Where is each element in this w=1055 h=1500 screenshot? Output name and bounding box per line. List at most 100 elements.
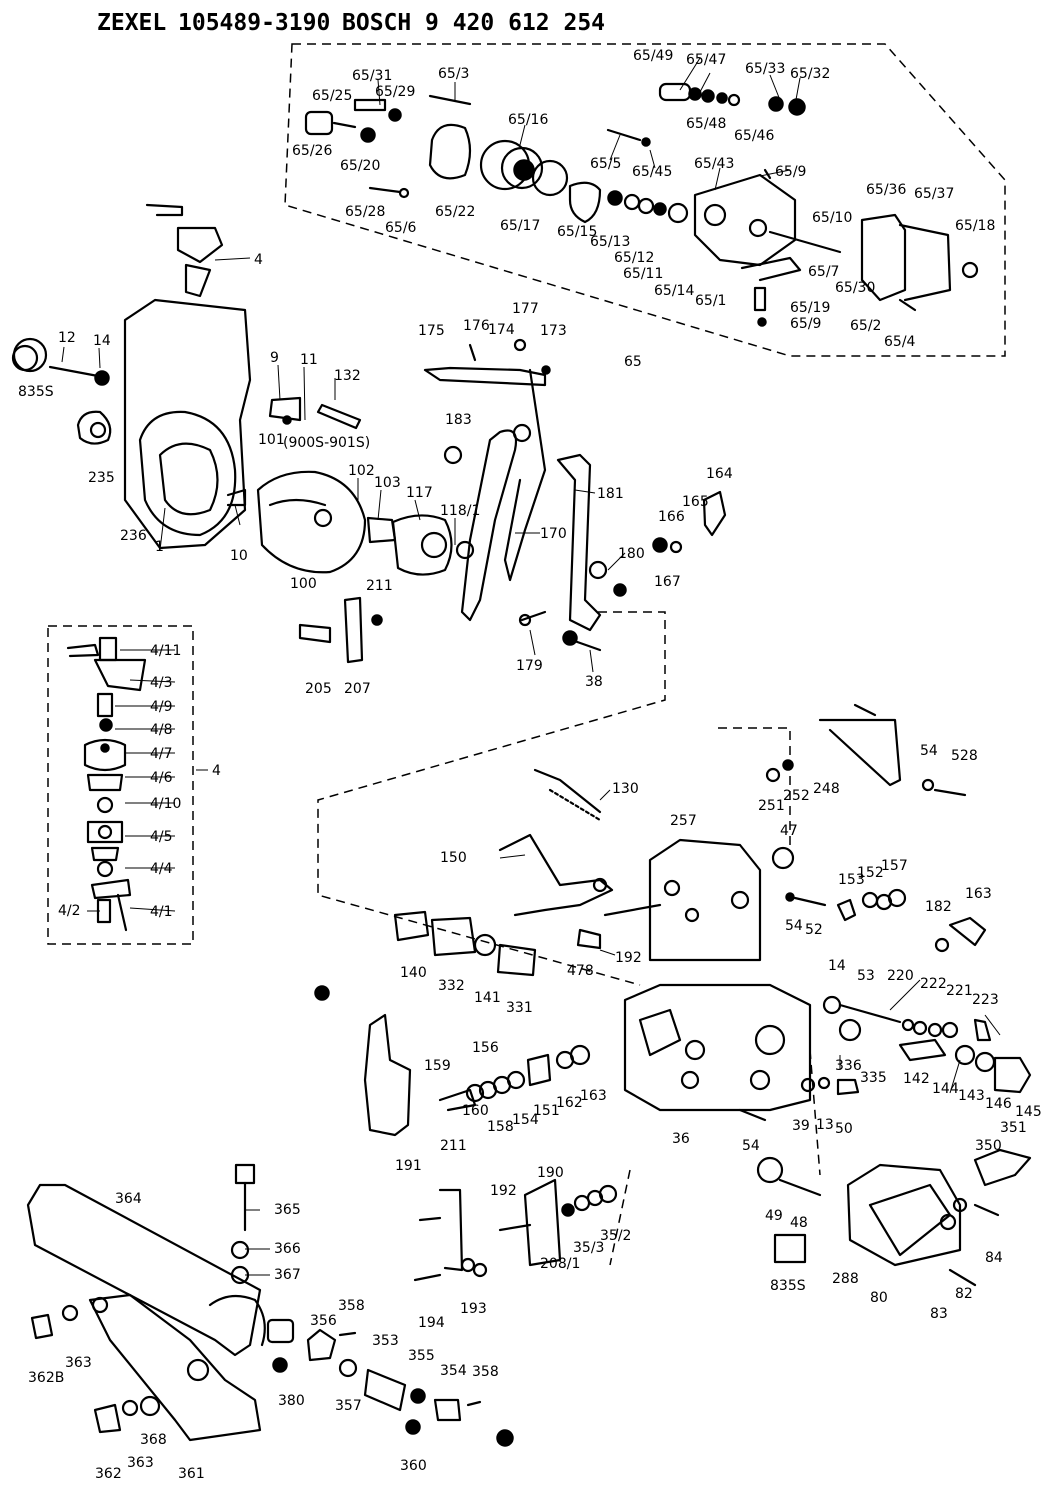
- label-363-left: 363: [65, 1355, 92, 1371]
- label-65-12: 65/12: [614, 250, 654, 266]
- label-65-22: 65/22: [435, 204, 475, 220]
- label-118-1: 118/1: [440, 503, 480, 519]
- label-53: 53: [857, 968, 875, 984]
- label-65-33: 65/33: [745, 61, 785, 77]
- label-1: 1: [155, 539, 164, 555]
- label-65-49: 65/49: [633, 48, 673, 64]
- label-82: 82: [955, 1286, 973, 1302]
- label-248: 248: [813, 781, 840, 797]
- label-4-4: 4/4: [150, 861, 173, 877]
- pump-body: [393, 703, 1032, 1287]
- label-10: 10: [230, 548, 248, 564]
- subassembly-65: [304, 82, 979, 327]
- label-153: 153: [838, 872, 865, 888]
- label-65-18: 65/18: [955, 218, 995, 234]
- label-156: 156: [472, 1040, 499, 1056]
- label-65-11: 65/11: [623, 266, 663, 282]
- label-65-13: 65/13: [590, 234, 630, 250]
- label-177: 177: [512, 301, 539, 317]
- label-151: 151: [533, 1103, 560, 1119]
- group-65-outline: [284, 43, 1006, 357]
- label-54-low: 54: [742, 1138, 760, 1154]
- label-65-32: 65/32: [790, 66, 830, 82]
- label-50: 50: [835, 1121, 853, 1137]
- label-835s-top: 835S: [18, 384, 54, 400]
- label-288: 288: [832, 1271, 859, 1287]
- label-364: 364: [115, 1191, 142, 1207]
- label-65-28: 65/28: [345, 204, 385, 220]
- label-65-36: 65/36: [866, 182, 906, 198]
- label-39: 39: [792, 1118, 810, 1134]
- label-332: 332: [438, 978, 465, 994]
- governor-housing: [11, 203, 475, 576]
- label-47: 47: [780, 823, 798, 839]
- label-65-6: 65/6: [385, 220, 417, 236]
- label-65-37: 65/37: [914, 186, 954, 202]
- label-84: 84: [985, 1250, 1003, 1266]
- label-211: 211: [366, 578, 393, 594]
- label-4-6: 4/6: [150, 770, 173, 786]
- label-49: 49: [765, 1208, 783, 1224]
- label-174: 174: [488, 322, 515, 338]
- label-194: 194: [418, 1315, 445, 1331]
- label-65-10: 65/10: [812, 210, 852, 226]
- label-146: 146: [985, 1096, 1012, 1112]
- label-102: 102: [348, 463, 375, 479]
- label-163-left: 163: [580, 1088, 607, 1104]
- label-162: 162: [556, 1095, 583, 1111]
- label-358-low: 358: [472, 1364, 499, 1380]
- label-182-right: 182: [925, 899, 952, 915]
- label-65-3: 65/3: [438, 66, 469, 82]
- intake-tube-assembly: [26, 1163, 514, 1447]
- header-brand-right: BOSCH: [342, 10, 411, 36]
- label-143: 143: [958, 1088, 985, 1104]
- label-65-14: 65/14: [654, 283, 694, 299]
- label-4-2: 4/2: [58, 903, 81, 919]
- label-357: 357: [335, 1398, 362, 1414]
- label-251: 251: [758, 798, 785, 814]
- group-4-outline: [47, 625, 194, 945]
- label-35-2: 35/2: [600, 1228, 631, 1244]
- label-161: 211: [440, 1138, 467, 1154]
- label-4-7: 4/7: [150, 746, 173, 762]
- label-331: 331: [506, 1000, 533, 1016]
- label-65-15: 65/15: [557, 224, 597, 240]
- label-14-right: 14: [828, 958, 846, 974]
- label-65-48: 65/48: [686, 116, 726, 132]
- label-180: 180: [618, 546, 645, 562]
- label-65-1: 65/1: [695, 293, 726, 309]
- label-154: 154: [512, 1112, 539, 1128]
- label-360: 360: [400, 1458, 427, 1474]
- label-160: 160: [462, 1103, 489, 1119]
- label-208-1: 208/1: [540, 1256, 580, 1272]
- label-65-16: 65/16: [508, 112, 548, 128]
- label-257: 257: [670, 813, 697, 829]
- label-222: 222: [920, 976, 947, 992]
- label-193: 193: [460, 1301, 487, 1317]
- label-336: 336: [835, 1058, 862, 1074]
- label-163-right: 163: [965, 886, 992, 902]
- label-14-left: 14: [93, 333, 111, 349]
- lower-levers: [314, 985, 618, 1282]
- label-361: 361: [178, 1466, 205, 1482]
- label-176: 176: [463, 318, 490, 334]
- label-48: 48: [790, 1215, 808, 1231]
- label-252: 252: [783, 788, 810, 804]
- label-9: 9: [270, 350, 279, 366]
- label-236: 236: [120, 528, 147, 544]
- label-362: 362: [95, 1466, 122, 1482]
- label-12: 12: [58, 330, 76, 346]
- label-65-29: 65/29: [375, 84, 415, 100]
- label-54-top: 54: [920, 743, 938, 759]
- label-144: 144: [932, 1081, 959, 1097]
- label-368: 368: [140, 1432, 167, 1448]
- part-labels: 65/49 65/47 65/33 65/32 65/31 65/3 65/25…: [18, 48, 1042, 1482]
- label-65-2: 65/2: [850, 318, 881, 334]
- label-356: 356: [310, 1313, 337, 1329]
- label-354: 354: [440, 1363, 467, 1379]
- label-54-mid: 54: [785, 918, 803, 934]
- label-65-4: 65/4: [884, 334, 916, 350]
- header-number-left: 105489-3190: [178, 10, 330, 36]
- label-65-43: 65/43: [694, 156, 734, 172]
